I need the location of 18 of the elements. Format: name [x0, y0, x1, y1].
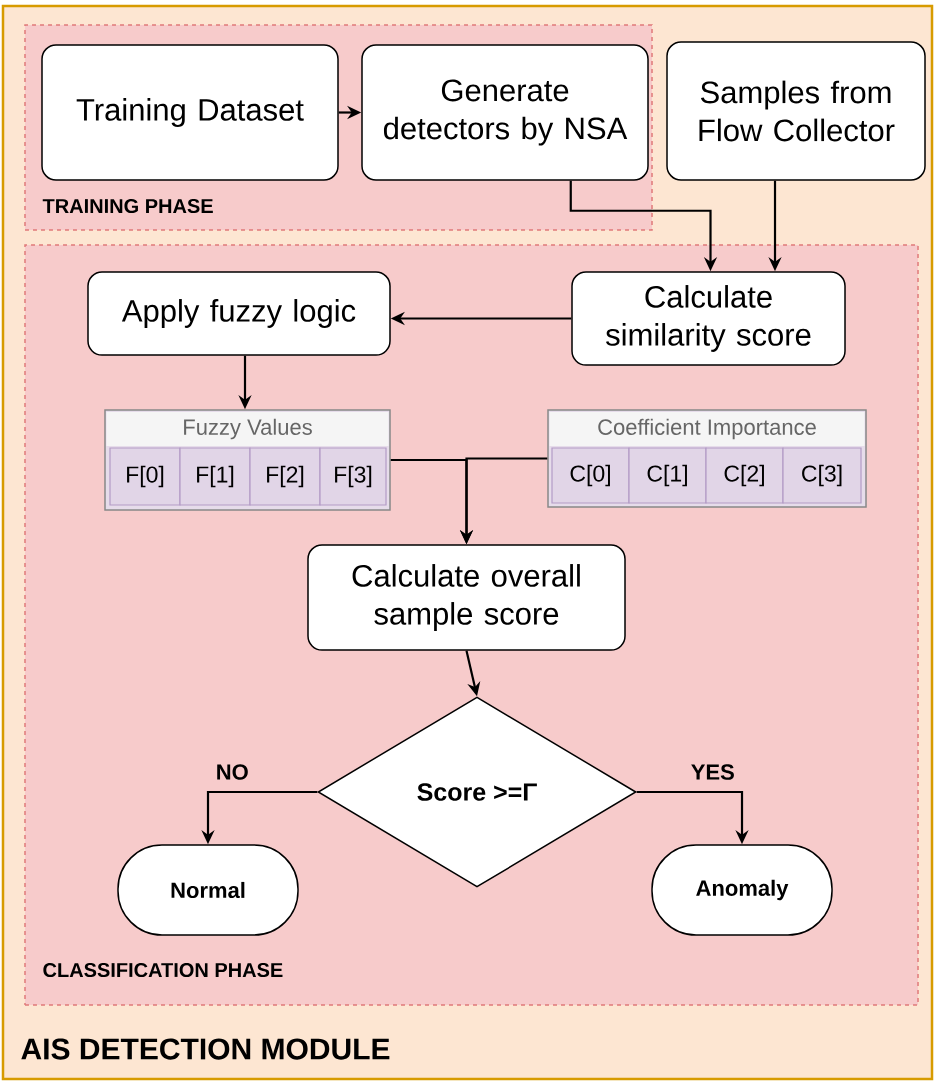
process-box: Samples from Flow Collector — [666, 41, 926, 181]
process-box: Calculate overall sample score — [307, 544, 626, 651]
process-box: Apply fuzzy logic — [87, 271, 391, 356]
table-cell: C[3] — [782, 447, 862, 504]
terminal-box: Anomaly — [651, 844, 833, 936]
process-box: Generate detectors by NSA — [361, 44, 649, 181]
table-cell: F[3] — [319, 447, 387, 506]
terminal-box: Normal — [117, 844, 299, 936]
table-cell: C[0] — [551, 447, 630, 504]
table-cell: F[0] — [109, 447, 181, 506]
table-cell: C[2] — [705, 447, 784, 504]
edge-label: NO — [213, 762, 251, 782]
table-cell: F[1] — [179, 447, 251, 506]
process-box: Training Dataset — [41, 44, 339, 181]
edge-label: YES — [688, 762, 737, 782]
table-cell: C[1] — [628, 447, 707, 504]
table-cell: F[2] — [249, 447, 321, 506]
process-box: Calculate similarity score — [571, 271, 846, 366]
